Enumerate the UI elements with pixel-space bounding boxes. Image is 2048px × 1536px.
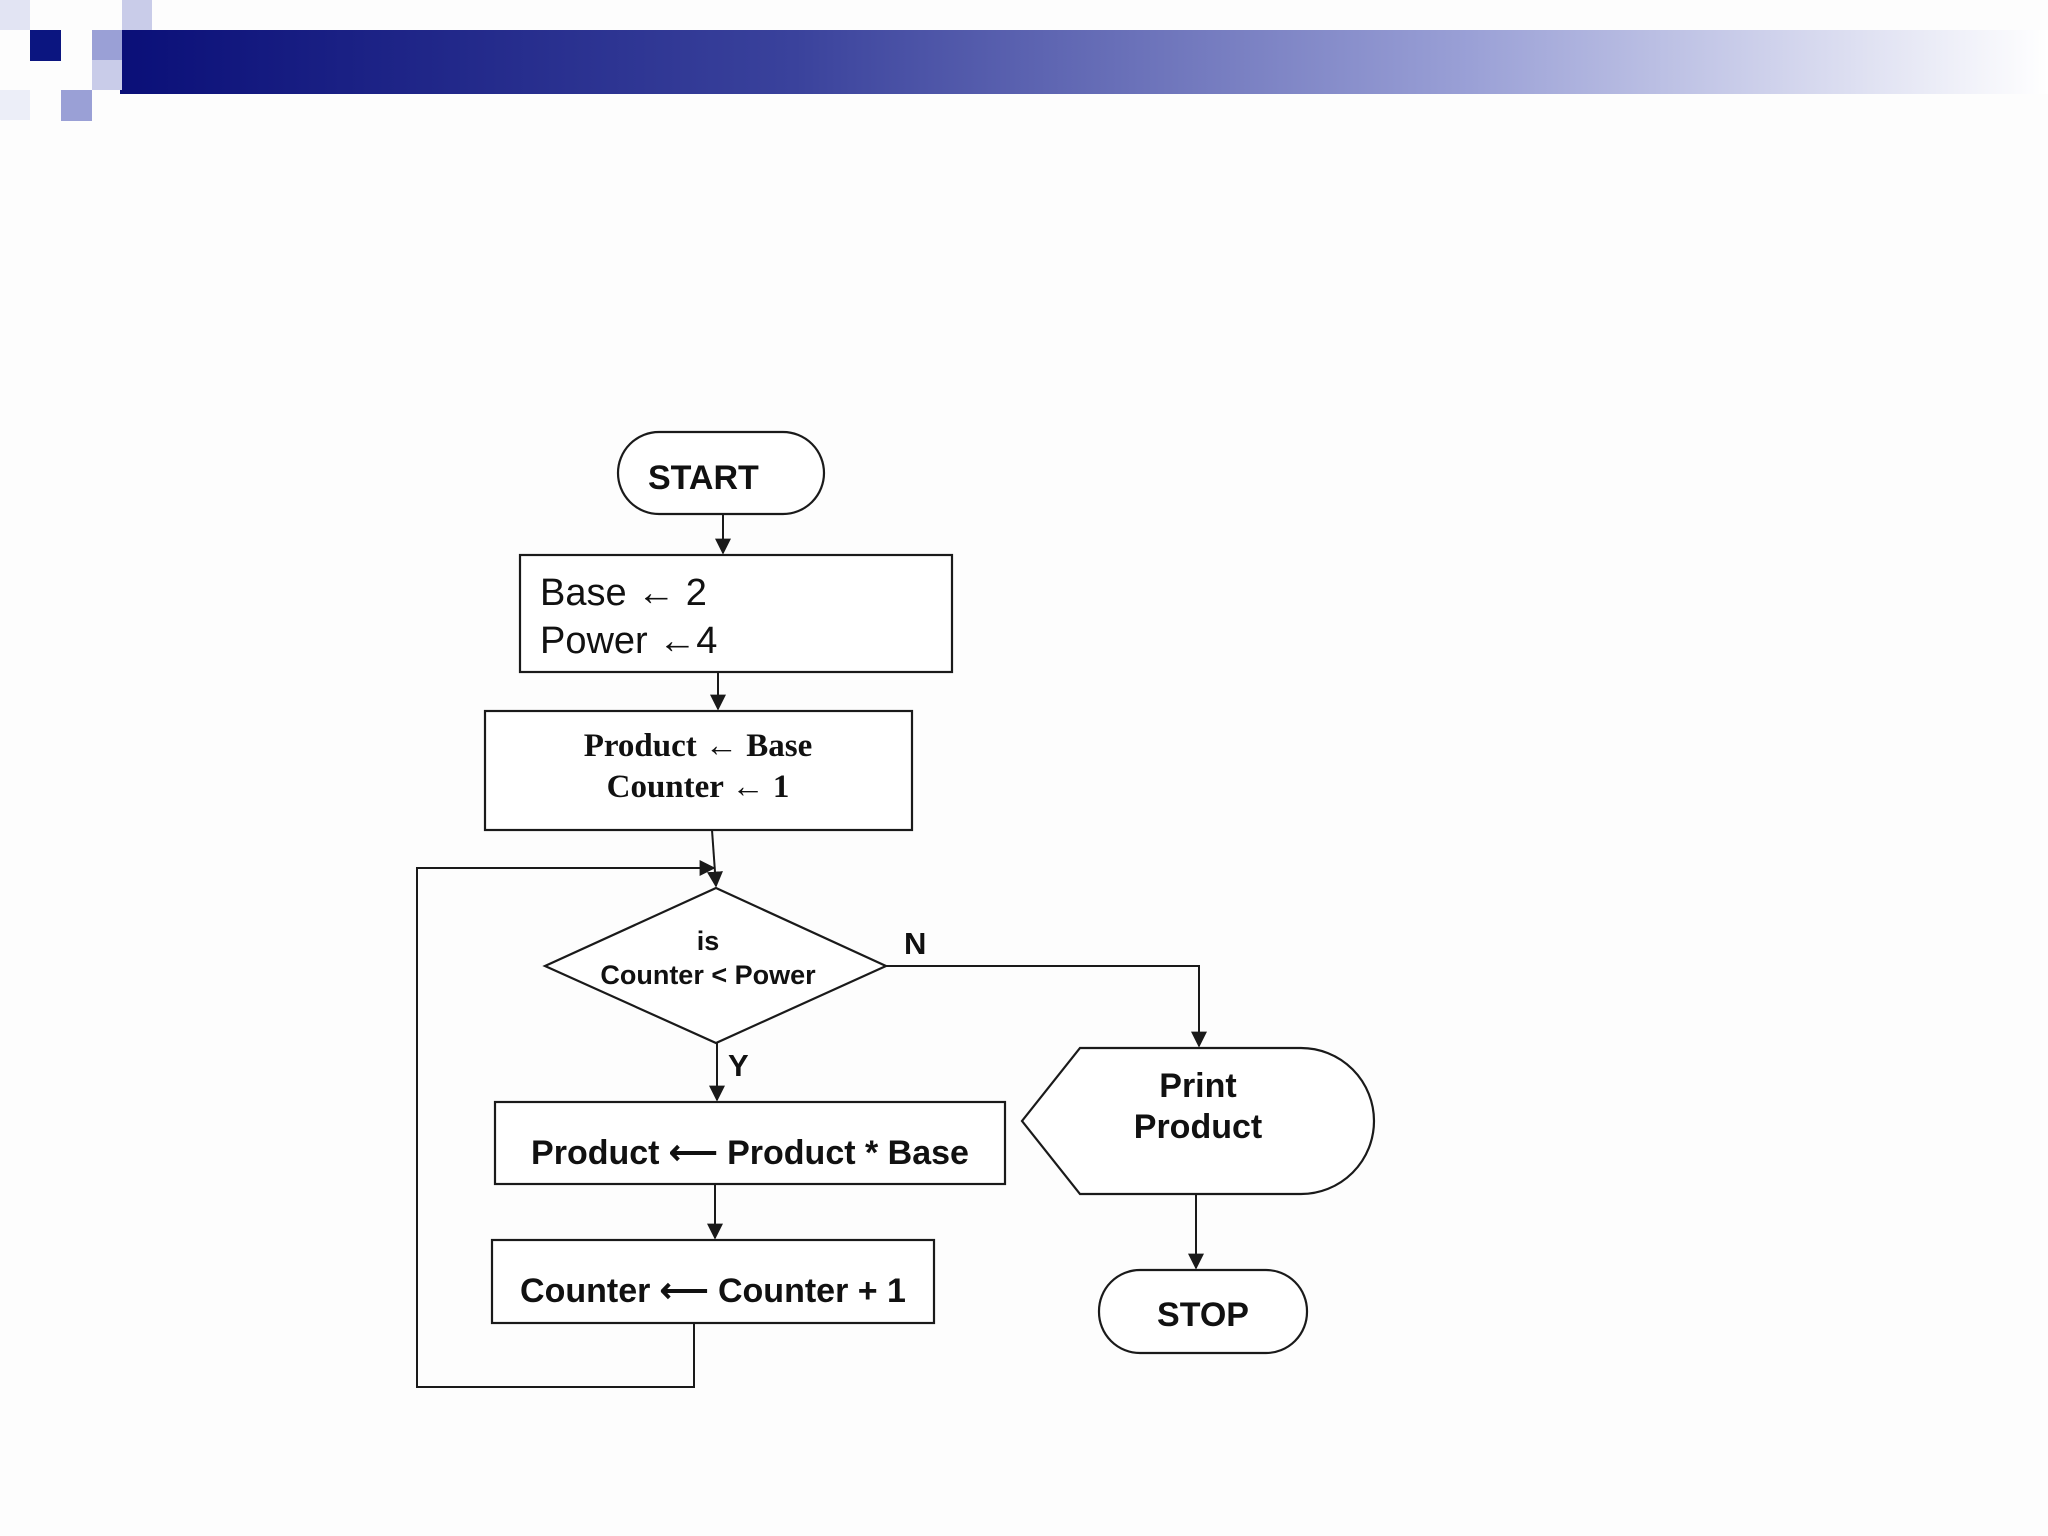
increment-label: Counter ⟵ Counter + 1 [520, 1272, 906, 1310]
deco-square [92, 60, 122, 90]
loop-back-arrow [416, 860, 716, 1388]
start-terminal [616, 430, 826, 516]
yes-branch-label: Y [728, 1048, 749, 1083]
print-line-1: Print [1159, 1067, 1236, 1105]
deco-square [122, 0, 152, 30]
start-label: START [648, 459, 759, 497]
deco-square [30, 30, 61, 61]
no-branch-label: N [904, 926, 926, 961]
connectors [416, 514, 1207, 1388]
multiply-process-box [493, 1100, 1007, 1186]
increment-process-box [490, 1238, 936, 1325]
deco-square [0, 0, 30, 30]
init-line-1: Base ← 2 [540, 572, 707, 614]
decision-line-1: is [697, 926, 720, 956]
init-process-box [518, 553, 954, 674]
deco-square [92, 30, 122, 60]
decision-line-2: Counter < Power [600, 960, 816, 990]
multiply-label: Product ⟵ Product * Base [531, 1134, 969, 1172]
init-line-2: Power ←4 [540, 620, 717, 662]
setup-line-2: Counter ← 1 [607, 769, 790, 805]
title-gradient-bar [120, 30, 2048, 94]
print-display-shape [1020, 1046, 1376, 1196]
setup-process-box [483, 709, 914, 832]
stop-terminal [1097, 1268, 1309, 1355]
print-line-2: Product [1134, 1108, 1262, 1146]
stop-label: STOP [1157, 1296, 1249, 1334]
arrow-decision-no-to-print [886, 965, 1207, 1048]
title-bar-decoration [0, 0, 2048, 121]
deco-square [0, 90, 30, 120]
deco-square [61, 90, 92, 121]
arrow-setup-to-decision [706, 829, 723, 888]
setup-line-1: Product ← Base [584, 728, 813, 764]
